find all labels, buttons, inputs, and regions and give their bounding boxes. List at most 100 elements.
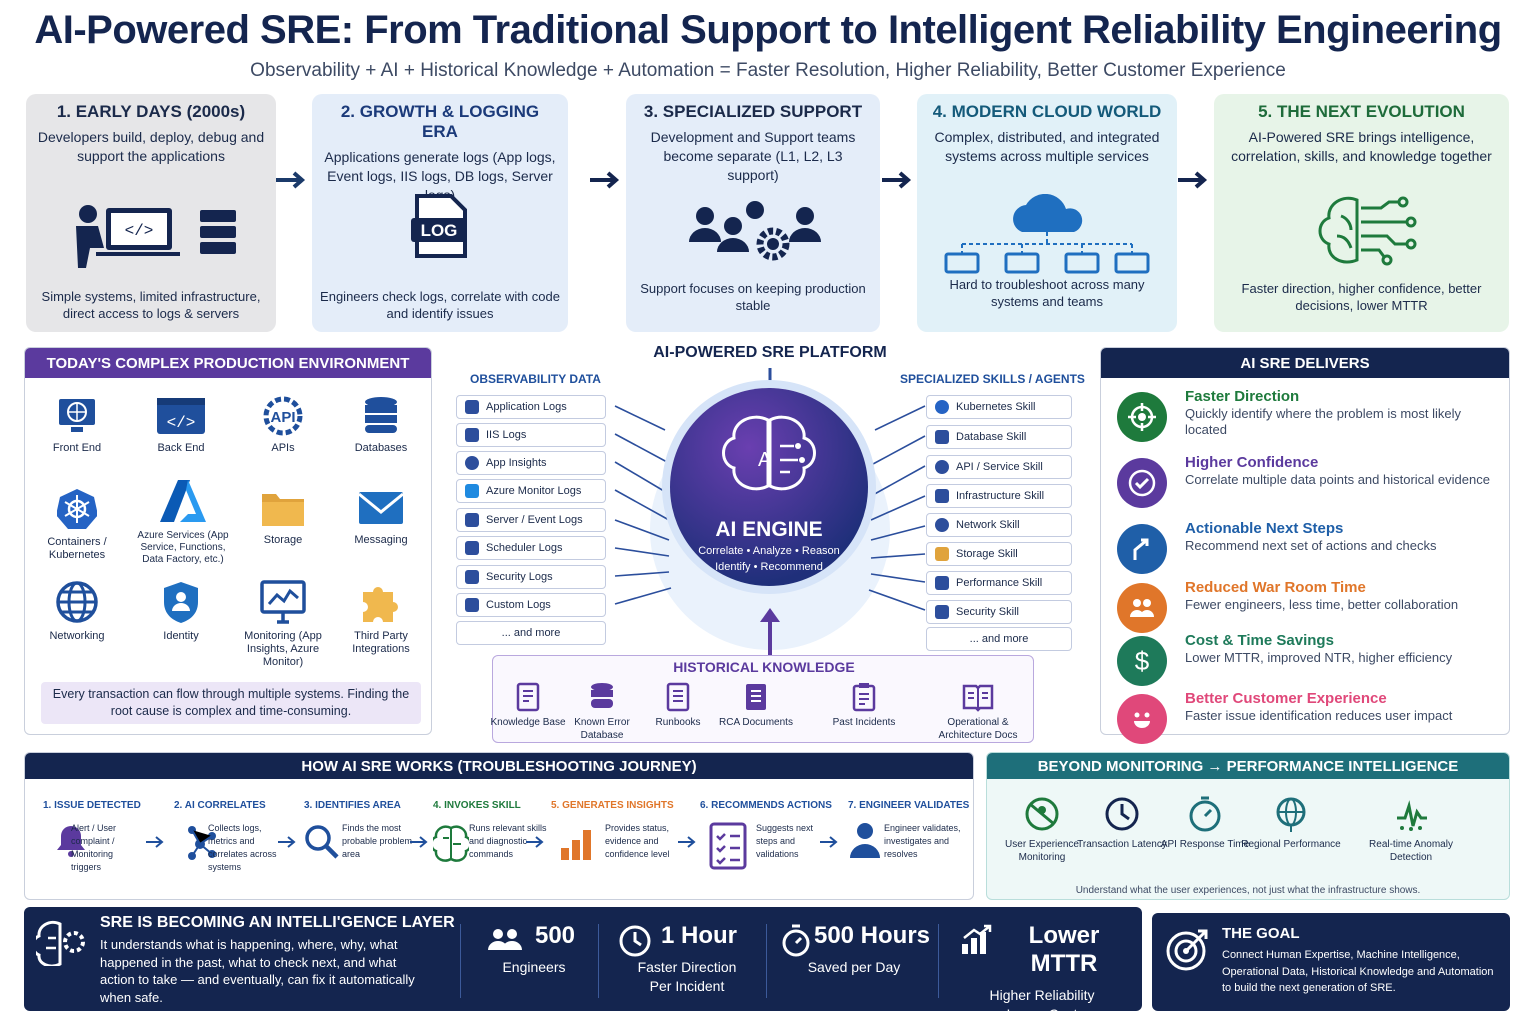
footer-bar bbox=[24, 907, 1142, 1011]
era-bottom: Support focuses on keeping production st… bbox=[640, 281, 866, 313]
step-desc: Alert / User complaint / Monitoring trig… bbox=[71, 823, 117, 872]
era-title: 2. GROWTH & LOGGING ERA bbox=[340, 102, 540, 141]
obs-label: App Insights bbox=[486, 457, 547, 469]
deliver-desc: Fewer engineers, less time, better colla… bbox=[1185, 597, 1459, 612]
deliver-title: Actionable Next Steps bbox=[1185, 520, 1344, 537]
step-desc: Engineer validates, investigates and res… bbox=[884, 823, 961, 859]
skill-label: API / Service Skill bbox=[956, 461, 1043, 473]
target-icon bbox=[1117, 392, 1167, 442]
target-arrow-icon bbox=[1166, 929, 1208, 971]
hk-label: Known Error Database bbox=[574, 717, 630, 741]
perf-item-api-response: API Response Time bbox=[1155, 796, 1255, 851]
database-icon bbox=[935, 430, 949, 444]
step-desc: Provides status, evidence and confidence… bbox=[605, 823, 670, 859]
direction-arrows-icon bbox=[1117, 524, 1167, 574]
divider bbox=[766, 924, 767, 998]
hk-label: Operational & Architecture Docs bbox=[938, 717, 1018, 741]
skill-security: Security Skill bbox=[926, 600, 1072, 624]
divider bbox=[598, 924, 599, 998]
log-label: LOG bbox=[421, 221, 458, 240]
obs-label: Security Logs bbox=[486, 571, 553, 583]
obs-item-server-event: Server / Event Logs bbox=[456, 508, 606, 532]
skills-title: SPECIALIZED SKILLS / AGENTS bbox=[900, 372, 1085, 386]
clock-icon bbox=[619, 925, 651, 957]
magnifier-icon bbox=[305, 825, 339, 859]
deliver-title: Reduced War Room Time bbox=[1185, 579, 1366, 596]
database-icon bbox=[591, 683, 613, 708]
env-item-front-end: Front End bbox=[27, 396, 127, 455]
server-icon bbox=[935, 489, 949, 503]
skill-label: Security Skill bbox=[956, 606, 1019, 618]
stat-label: Higher Reliability bbox=[989, 987, 1095, 1003]
anomaly-icon bbox=[1397, 800, 1427, 831]
step-desc: Runs relevant skills and diagnostic comm… bbox=[469, 823, 547, 859]
open-book-icon bbox=[962, 684, 994, 712]
stat-label: Engineers bbox=[502, 959, 566, 975]
stat-lower-mttr: Lower MTTR Higher Reliability Lower Cost bbox=[954, 922, 1130, 1024]
arrow-right-icon bbox=[882, 171, 912, 189]
skill-infrastructure: Infrastructure Skill bbox=[926, 484, 1072, 508]
api-icon bbox=[935, 460, 949, 474]
svg-text:</>: </> bbox=[167, 414, 196, 432]
platform-title: AI-POWERED SRE PLATFORM bbox=[653, 344, 887, 361]
skill-label: Infrastructure Skill bbox=[956, 490, 1045, 502]
era-card-early-days: 1. EARLY DAYS (2000s) Developers build, … bbox=[26, 94, 276, 332]
api-glyph: API bbox=[270, 409, 295, 426]
perf-item-regional: Regional Performance bbox=[1241, 796, 1341, 851]
stat-value: Lower MTTR bbox=[1028, 922, 1100, 977]
stat-label: Faster Direction bbox=[637, 959, 737, 975]
era-card-logging: 2. GROWTH & LOGGING ERA Applications gen… bbox=[312, 94, 568, 332]
growth-chart-icon bbox=[962, 924, 992, 954]
era-desc: Complex, distributed, and integrated sys… bbox=[934, 129, 1160, 164]
env-item-monitoring: Monitoring (App Insights, Azure Monitor) bbox=[233, 580, 333, 669]
env-item-third-party: Third Party Integrations bbox=[331, 580, 431, 656]
engineer-icon bbox=[850, 823, 880, 858]
arrow-right-icon bbox=[276, 171, 306, 189]
deliver-desc: Correlate multiple data points and histo… bbox=[1185, 472, 1490, 487]
obs-item-scheduler: Scheduler Logs bbox=[456, 536, 606, 560]
svg-text:$: $ bbox=[1135, 646, 1150, 676]
step-title: 7. ENGINEER VALIDATES bbox=[848, 800, 970, 811]
env-label: Databases bbox=[354, 442, 408, 454]
era-title: 3. SPECIALIZED SUPPORT bbox=[643, 102, 863, 121]
skill-label: Performance Skill bbox=[956, 577, 1043, 589]
hk-item-rca: RCA Documents bbox=[711, 682, 801, 729]
skill-label: ... and more bbox=[969, 633, 1029, 645]
footer-title: SRE IS BECOMING AN INTELLI'GENCE LAYER bbox=[100, 914, 455, 931]
document-icon bbox=[465, 598, 479, 612]
divider bbox=[938, 924, 939, 998]
clipboard-icon bbox=[852, 683, 876, 712]
env-label: Networking bbox=[49, 630, 105, 642]
env-item-azure: Azure Services (App Service, Functions, … bbox=[131, 478, 235, 566]
beyond-title: BEYOND MONITORING → PERFORMANCE INTELLIG… bbox=[987, 753, 1509, 779]
era-desc: AI-Powered SRE brings intelligence, corr… bbox=[1231, 129, 1492, 164]
beyond-note: Understand what the user experiences, no… bbox=[1075, 885, 1421, 896]
divider bbox=[460, 924, 461, 998]
folder-icon bbox=[262, 494, 304, 526]
era-title: 1. EARLY DAYS (2000s) bbox=[56, 102, 246, 121]
era-card-specialized: 3. SPECIALIZED SUPPORT Development and S… bbox=[626, 94, 880, 332]
goal-box: THE GOAL Connect Human Expertise, Machin… bbox=[1152, 913, 1510, 1011]
step-title: 5. GENERATES INSIGHTS bbox=[551, 800, 674, 811]
journey-step-7: 7. ENGINEER VALIDATES Engineer validates,… bbox=[848, 800, 978, 859]
skill-storage: Storage Skill bbox=[926, 542, 1072, 566]
obs-label: Custom Logs bbox=[486, 599, 551, 611]
step-title: 4. INVOKES SKILL bbox=[433, 800, 521, 811]
env-item-databases: Databases bbox=[331, 396, 431, 455]
delivers-title: AI SRE DELIVERS bbox=[1101, 348, 1509, 378]
document-icon bbox=[465, 400, 479, 414]
env-item-messaging: Messaging bbox=[331, 488, 431, 547]
obs-label: Server / Event Logs bbox=[486, 514, 583, 526]
era-desc: Development and Support teams become sep… bbox=[650, 129, 856, 183]
bar-chart-icon bbox=[561, 830, 591, 860]
check-circle-icon bbox=[1117, 458, 1167, 508]
skill-label: Kubernetes Skill bbox=[956, 401, 1036, 413]
stat-value: 500 bbox=[534, 922, 576, 949]
hk-item-known-error-db: Known Error Database bbox=[557, 682, 647, 742]
lightbulb-icon bbox=[465, 456, 479, 470]
